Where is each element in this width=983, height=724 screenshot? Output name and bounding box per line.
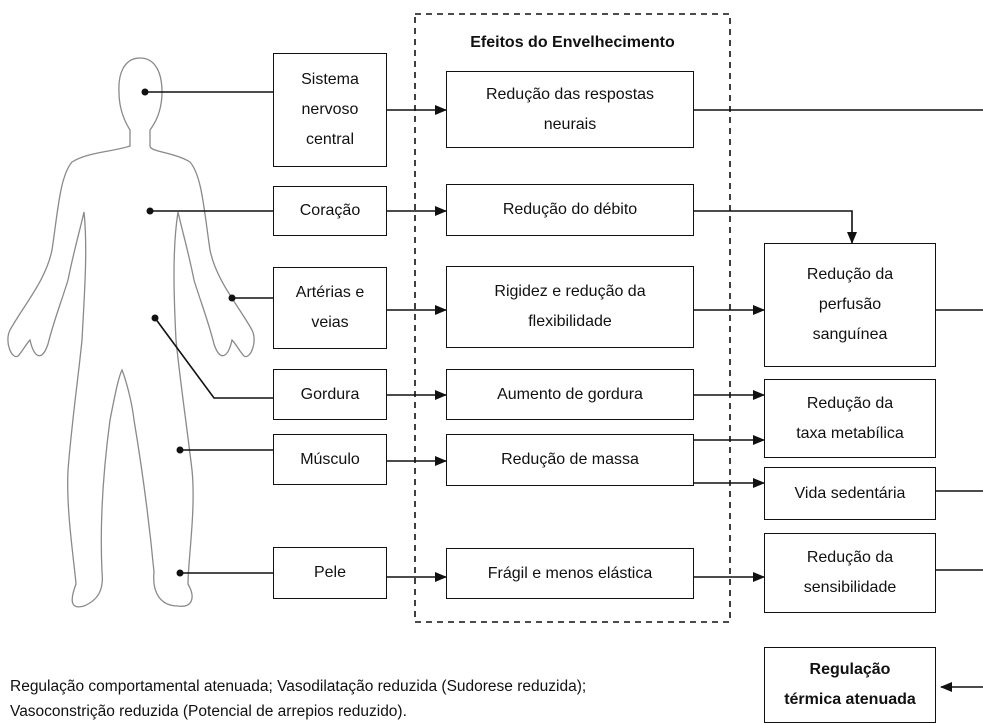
frame-title: Efeitos do Envelhecimento <box>470 34 675 51</box>
organ-heart-label: Coração <box>299 202 361 219</box>
connector-lines <box>145 91 983 692</box>
body-anchor-dots <box>141 88 236 577</box>
dot-heart <box>146 207 154 215</box>
outcome-metabolic-rate-label: Redução da taxa metabílica <box>796 394 904 442</box>
dot-arteries <box>228 294 236 302</box>
outcome-sensitivity: Redução da sensibilidade <box>764 533 936 613</box>
organ-nervous-system-label: Sistema nervoso central <box>301 71 359 148</box>
effect-fat-increase-label: Aumento de gordura <box>497 385 643 403</box>
organ-muscle-label: Músculo <box>300 450 360 468</box>
organ-skin: Pele <box>273 547 387 599</box>
effect-mass-reduction: Redução de massa <box>446 434 694 486</box>
organ-arteries-label: Artérias e veias <box>295 284 365 331</box>
organ-skin-label: Pele <box>313 564 347 581</box>
outcome-sedentary-life: Vida sedentária <box>764 467 936 520</box>
outcome-metabolic-rate: Redução da taxa metabílica <box>764 379 936 458</box>
outcome-sedentary-life-label: Vida sedentária <box>794 484 906 502</box>
human-body-outline <box>7 57 255 608</box>
dot-skin <box>176 569 184 577</box>
organ-muscle: Músculo <box>273 434 387 485</box>
effect-vessel-rigidity: Rigidez e redução da flexibilidade <box>446 266 694 348</box>
outcome-sensitivity-label: Redução da sensibilidade <box>803 549 897 596</box>
organ-arteries: Artérias e veias <box>273 267 387 349</box>
effect-fragile-skin: Frágil e menos elástica <box>446 548 694 599</box>
outcome-blood-perfusion: Redução da perfusão sanguínea <box>764 243 936 367</box>
effect-fat-increase: Aumento de gordura <box>446 369 694 420</box>
effect-fragile-skin-label: Frágil e menos elástica <box>487 564 653 582</box>
organ-fat-label: Gordura <box>300 385 360 403</box>
organ-heart: Coração <box>273 186 387 236</box>
dot-muscle <box>176 446 184 454</box>
outcome-thermal-regulation-label: Regulação térmica atenuada <box>784 661 916 708</box>
effect-mass-reduction-label: Redução de massa <box>501 451 639 468</box>
aging-effects-frame <box>414 13 731 623</box>
organ-nervous-system: Sistema nervoso central <box>273 53 387 167</box>
dot-fat <box>151 314 159 322</box>
effect-cardiac-output-label: Redução do débito <box>502 201 638 218</box>
outcome-blood-perfusion-label: Redução da perfusão sanguínea <box>806 266 894 343</box>
dot-nervous <box>141 88 149 96</box>
caption-text: Regulação comportamental atenuada; Vasod… <box>10 678 587 720</box>
organ-fat: Gordura <box>273 369 387 420</box>
effect-vessel-rigidity-label: Rigidez e redução da flexibilidade <box>494 283 646 330</box>
effect-neural-response-label: Redução das respostas neurais <box>485 85 655 133</box>
outcome-thermal-regulation: Regulação térmica atenuada <box>764 647 936 723</box>
effect-neural-response: Redução das respostas neurais <box>446 71 694 148</box>
effect-cardiac-output: Redução do débito <box>446 184 694 236</box>
